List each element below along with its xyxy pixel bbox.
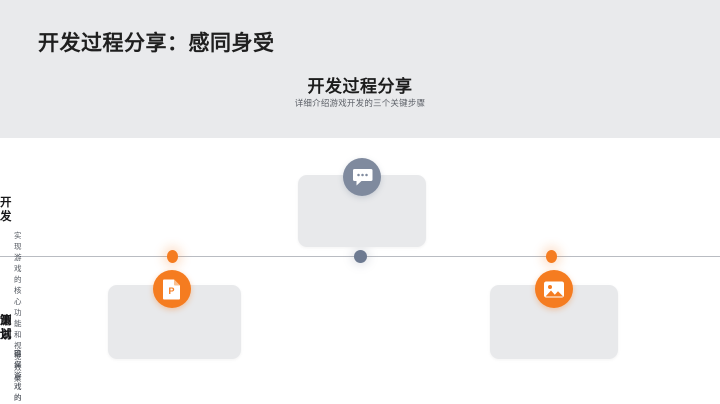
header-band xyxy=(0,0,720,138)
deck-heading: 开发过程分享 xyxy=(307,77,413,96)
timeline-dot-testing xyxy=(546,250,557,263)
page-title: 开发过程分享：感同身受 xyxy=(38,32,275,55)
chat-bubble-icon xyxy=(343,158,381,196)
document-p-icon: P xyxy=(153,270,191,308)
timeline-dot-development xyxy=(354,250,367,263)
timeline-dot-planning xyxy=(167,250,178,263)
deck-subtitle: 详细介绍游戏开发的三个关键步骤 xyxy=(294,98,426,108)
svg-text:P: P xyxy=(168,286,174,296)
step-testing-description: 确保游戏的稳定性和用户体验 xyxy=(14,349,22,402)
step-planning-description: 定义游戏的核心玩法和目标 xyxy=(14,349,22,402)
step-development-description: 实现游戏的核心功能和视觉效果 xyxy=(14,231,22,383)
image-picture-icon xyxy=(535,270,573,308)
